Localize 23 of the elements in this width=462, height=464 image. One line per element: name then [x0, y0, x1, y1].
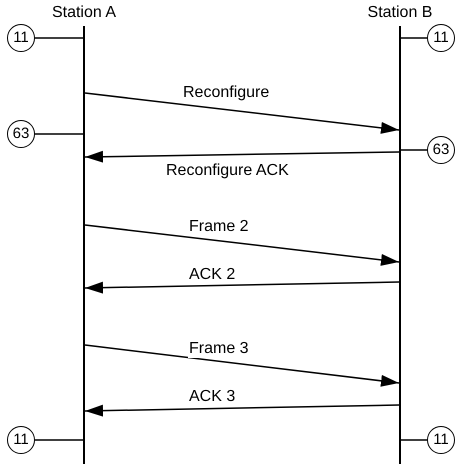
state-circle: 11 [427, 24, 455, 52]
message-arrow [84, 281, 400, 294]
edge-label: Reconfigure [182, 84, 270, 102]
message-arrow [84, 150, 400, 163]
connector-line [401, 149, 427, 151]
station-label: Station A [50, 4, 118, 22]
state-circle: 63 [427, 136, 455, 164]
state-circle: 63 [7, 120, 35, 148]
connector-line [35, 439, 83, 441]
state-circle: 11 [427, 426, 455, 454]
connector-line [35, 37, 83, 39]
message-arrow [84, 92, 400, 134]
message-arrow [84, 344, 400, 387]
state-circle: 11 [7, 24, 35, 52]
edge-label: Frame 3 [188, 340, 250, 358]
connector-line [401, 439, 427, 441]
message-arrow [84, 224, 400, 266]
station-label: Station B [366, 4, 434, 22]
connector-line [35, 133, 83, 135]
state-circle: 11 [7, 426, 35, 454]
message-arrow [84, 404, 400, 417]
edge-label: Reconfigure ACK [165, 162, 290, 180]
connector-line [401, 37, 427, 39]
